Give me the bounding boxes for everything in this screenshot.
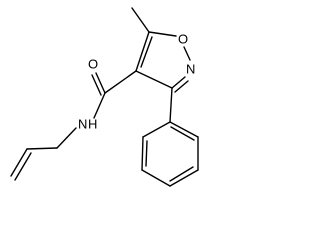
- phenyl-inner-double-2: [169, 166, 194, 182]
- bond-c3-c4: [135, 70, 173, 89]
- bond-ch-ch2-terminal-double: [14, 152, 32, 181]
- bond-n-ch2: [56, 127, 77, 149]
- bond-carbonyl-o-double: [91, 74, 102, 96]
- chemical-structure-diagram: N H O O N: [10, 7, 199, 187]
- bond-carbonyl-o: [95, 72, 106, 94]
- carbonyl-oxygen-label: O: [88, 56, 98, 71]
- bond-c4-c5: [135, 31, 150, 72]
- bond-n-c3-double: [174, 80, 189, 93]
- phenyl-bond-4: [169, 169, 199, 187]
- bond-c3-phenyl: [169, 87, 173, 123]
- bond-ch2-ch: [26, 147, 58, 150]
- bond-c4-c5-double: [140, 36, 153, 68]
- bond-ch-ch2-terminal: [10, 148, 28, 177]
- ring-nitrogen-label: N: [186, 61, 195, 76]
- bond-c4-carbonyl: [104, 70, 137, 94]
- phenyl-bond-3: [141, 169, 171, 187]
- bond-n-c3: [171, 76, 186, 89]
- amide-hydrogen-label: H: [88, 116, 97, 131]
- phenyl-inner-double-1: [145, 140, 148, 167]
- molecule-structure: N H O O N: [10, 7, 199, 187]
- bond-carbonyl-n: [93, 92, 106, 119]
- phenyl-bond-6: [169, 121, 199, 138]
- phenyl-bond-2: [141, 136, 144, 171]
- phenyl-bond-1: [142, 121, 171, 138]
- bond-c5-o-ring: [148, 31, 177, 37]
- bond-o-n-ring: [183, 46, 191, 61]
- ring-oxygen-label: O: [178, 31, 188, 46]
- phenyl-inner-double-3: [170, 126, 195, 141]
- bond-c5-methyl: [131, 7, 150, 33]
- amide-nitrogen-label: N: [78, 116, 87, 131]
